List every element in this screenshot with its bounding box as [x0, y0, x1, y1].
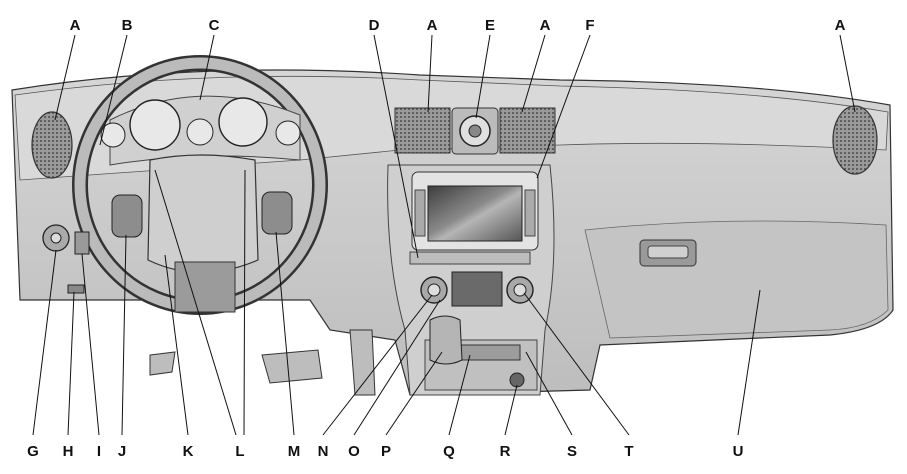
leader-L2 — [243, 169, 246, 436]
right-wheel-controls — [261, 191, 293, 235]
speedometer — [129, 99, 181, 151]
leader-J — [121, 234, 127, 436]
callout-top-A2: A — [427, 17, 438, 34]
tachometer — [218, 97, 268, 147]
callout-bottom-N: N — [318, 443, 329, 460]
leader-B — [99, 34, 128, 146]
leader-P — [385, 351, 443, 436]
callout-bottom-L: L — [235, 443, 244, 460]
shift-lever — [429, 315, 463, 365]
leader-R — [504, 384, 518, 436]
callout-top-B: B — [122, 17, 133, 34]
leader-Q — [448, 354, 471, 436]
callout-bottom-K: K — [183, 443, 194, 460]
callout-top-F: F — [585, 17, 594, 34]
center-right-vent — [499, 107, 556, 154]
leader-N — [322, 294, 433, 436]
callout-top-A4: A — [835, 17, 846, 34]
callout-bottom-S: S — [567, 443, 577, 460]
leader-lines — [32, 34, 856, 436]
callout-bottom-Q: Q — [443, 443, 455, 460]
leader-A1 — [54, 34, 76, 121]
left-air-vent — [31, 111, 73, 179]
callout-labels: A B C D A E A F A G H I J K L M N O P Q … — [27, 17, 845, 460]
brake-pedal — [261, 349, 323, 384]
nav-screen — [427, 185, 523, 242]
callout-bottom-R: R — [500, 443, 511, 460]
leader-K — [164, 254, 189, 436]
dashboard-illustration — [11, 55, 894, 396]
callout-bottom-O: O — [348, 443, 360, 460]
leader-G — [32, 249, 57, 436]
radio-button-strip — [409, 251, 531, 265]
leader-D — [373, 34, 419, 259]
callout-bottom-M: M — [288, 443, 301, 460]
hood-release — [67, 284, 85, 294]
leader-M — [275, 231, 295, 436]
callout-bottom-P: P — [381, 443, 391, 460]
center-left-vent — [394, 107, 451, 154]
leader-I — [81, 253, 100, 436]
leader-C — [199, 34, 215, 101]
leader-E — [475, 34, 491, 119]
callout-top-E: E — [485, 17, 495, 34]
callout-top-A1: A — [70, 17, 81, 34]
callout-bottom-I: I — [97, 443, 101, 460]
climate-display — [451, 271, 503, 307]
callout-top-C: C — [209, 17, 220, 34]
leader-O — [353, 299, 441, 436]
leader-F — [536, 34, 591, 179]
leader-U — [737, 289, 761, 436]
callout-top-D: D — [369, 17, 380, 34]
steering-column — [174, 261, 236, 313]
leader-S — [525, 351, 573, 436]
leader-L1 — [154, 169, 237, 436]
center-gauge — [186, 118, 214, 146]
right-air-vent — [832, 105, 878, 175]
parking-brake — [149, 351, 176, 376]
left-wheel-controls — [111, 194, 143, 238]
callout-bottom-U: U — [733, 443, 744, 460]
callout-bottom-H: H — [63, 443, 74, 460]
dimmer-control — [74, 231, 90, 255]
callout-bottom-G: G — [27, 443, 39, 460]
passenger-panel — [584, 220, 889, 339]
steering-hub — [147, 154, 259, 273]
leader-T — [523, 292, 630, 436]
leader-A3 — [521, 34, 546, 113]
leader-A2 — [427, 34, 433, 113]
leader-H — [67, 291, 75, 436]
power-outlet — [509, 372, 525, 388]
callout-top-A3: A — [540, 17, 551, 34]
leader-A4 — [839, 34, 856, 113]
accelerator-pedal — [349, 329, 376, 396]
callout-bottom-J: J — [118, 443, 126, 460]
callout-bottom-T: T — [624, 443, 633, 460]
